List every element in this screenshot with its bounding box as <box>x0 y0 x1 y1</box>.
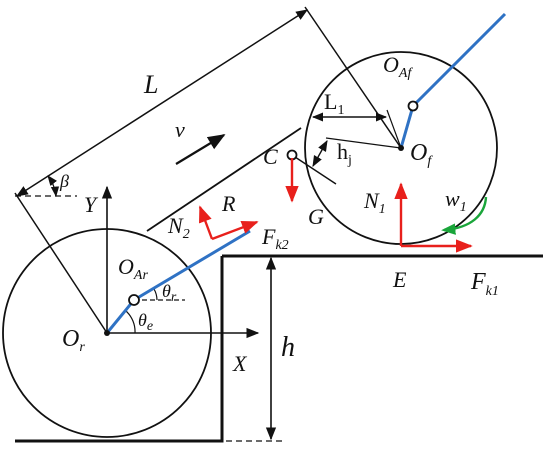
label-Of: Of <box>410 140 433 169</box>
theta-e-arc <box>125 310 136 334</box>
front-arm <box>399 12 507 149</box>
force-Fk2 <box>211 220 259 241</box>
label-E: E <box>392 267 407 292</box>
label-theta-r: θr <box>162 281 177 305</box>
force-N2 <box>198 205 214 240</box>
joint-OAf <box>407 100 419 112</box>
theta-r-arc <box>153 288 158 301</box>
rotation-w1-arrow <box>441 196 488 235</box>
dim-L-arrow <box>15 9 309 197</box>
dim-L1-ext <box>386 109 402 149</box>
dim-L-ext-right <box>304 6 402 149</box>
rear-arm <box>105 229 251 334</box>
label-N2: N2 <box>167 213 190 242</box>
label-theta-e: θe <box>138 310 153 334</box>
label-w1: w1 <box>445 186 467 215</box>
dim-hj-ext-a <box>291 154 337 185</box>
label-N1: N1 <box>363 188 386 217</box>
ground-lower <box>15 256 224 443</box>
hub-Of <box>398 145 404 151</box>
velocity-arrow <box>175 134 226 165</box>
label-h: h <box>281 332 295 363</box>
dim-hj-ext-b <box>325 137 402 149</box>
dim-hj-arrow <box>312 140 328 167</box>
label-beta: β <box>59 171 69 191</box>
label-Y: Y <box>84 192 99 217</box>
label-X: X <box>232 351 248 376</box>
label-OAr: OAr <box>118 254 148 283</box>
label-OAf: OAf <box>383 52 413 81</box>
label-Fk2: Fk2 <box>261 224 289 253</box>
label-C: C <box>263 144 278 169</box>
hub-Or <box>104 330 110 336</box>
beta-arc <box>47 175 60 198</box>
label-L1: L1 <box>324 89 344 118</box>
label-hj: hj <box>337 139 352 168</box>
label-Or: Or <box>62 326 85 355</box>
label-v: v <box>175 117 185 142</box>
label-L: L <box>143 70 158 99</box>
label-G: G <box>308 204 324 229</box>
dim-L-ext-left <box>14 192 108 334</box>
label-R: R <box>221 191 236 216</box>
label-Fk1: Fk1 <box>470 269 499 299</box>
joint-OAr <box>128 294 140 306</box>
